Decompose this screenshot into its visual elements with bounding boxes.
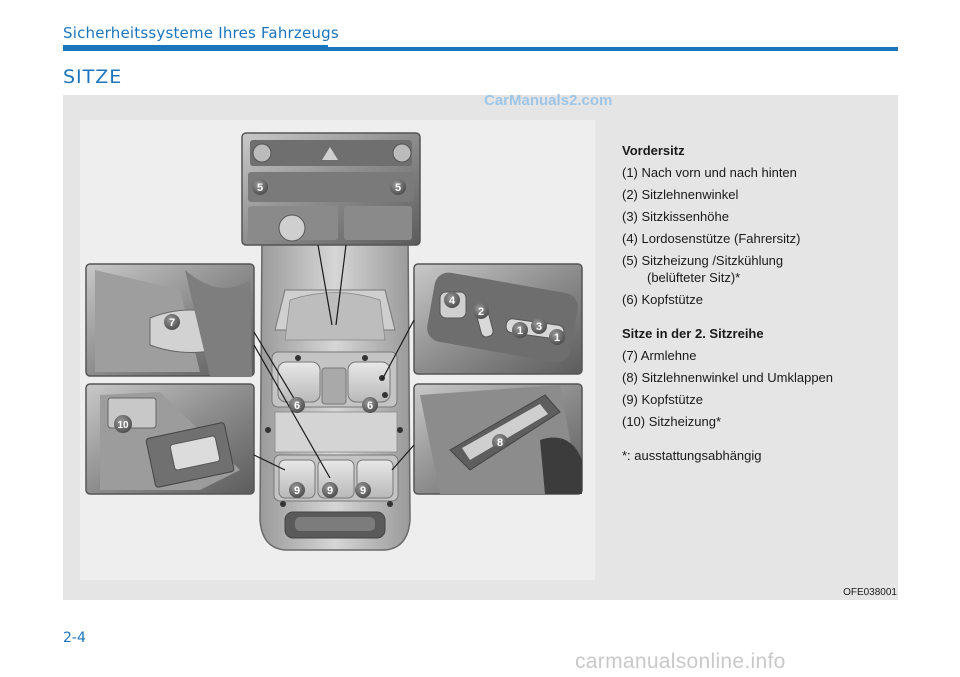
- legend-item-8: (8) Sitzlehnenwinkel und Umklappen: [622, 370, 834, 385]
- svg-text:9: 9: [294, 485, 300, 497]
- svg-text:1: 1: [517, 325, 523, 337]
- svg-text:1: 1: [554, 332, 560, 344]
- callouts: 5 5 4 2 1 3 1 7 6 6 10 8 9 9 9: [114, 179, 565, 498]
- header-rule-accent: [63, 45, 328, 51]
- legend-item-10: (10) Sitzheizung*: [622, 414, 721, 429]
- figure-code: OFE038001: [843, 587, 897, 598]
- callout-1-left: 1: [512, 322, 528, 338]
- svg-text:9: 9: [327, 485, 333, 497]
- legend-item-5-cont: (belüfteter Sitz)*: [647, 270, 741, 285]
- seat-heater-inset: [85, 383, 255, 495]
- svg-text:10: 10: [117, 420, 129, 431]
- callout-8: 8: [492, 434, 508, 450]
- car-top-view: [259, 197, 411, 551]
- seat-legend: Vordersitz (1) Nach vorn und nach hinten…: [622, 143, 892, 470]
- callout-9-left: 9: [289, 482, 305, 498]
- page-number: 2-4: [63, 630, 86, 646]
- legend-note: *: ausstattungsabhängig: [622, 448, 762, 463]
- svg-text:3: 3: [536, 321, 542, 333]
- svg-text:6: 6: [367, 400, 373, 412]
- svg-text:5: 5: [395, 182, 401, 194]
- svg-text:7: 7: [169, 317, 175, 329]
- console-inset: [241, 132, 421, 246]
- legend-item-2: (2) Sitzlehnenwinkel: [622, 187, 739, 202]
- callout-9-center: 9: [322, 482, 338, 498]
- callout-4: 4: [444, 292, 460, 308]
- figure-watermark: CarManuals2.com: [484, 92, 613, 109]
- svg-text:4: 4: [449, 295, 456, 307]
- legend-item-3: (3) Sitzkissenhöhe: [622, 209, 729, 224]
- callout-3: 3: [531, 318, 547, 334]
- svg-text:5: 5: [257, 182, 263, 194]
- callout-9-right: 9: [355, 482, 371, 498]
- callout-7: 7: [164, 314, 180, 330]
- legend-front-heading: Vordersitz: [622, 143, 685, 158]
- legend-item-7: (7) Armlehne: [622, 348, 697, 363]
- svg-text:8: 8: [497, 437, 503, 449]
- seat-controls-inset: [413, 263, 583, 375]
- callout-5-right: 5: [390, 179, 406, 195]
- legend-item-4: (4) Lordosenstütze (Fahrersitz): [622, 231, 801, 246]
- footer-watermark: carmanualsonline.info: [575, 650, 786, 673]
- legend-item-9: (9) Kopfstütze: [622, 392, 703, 407]
- callout-6-left: 6: [289, 397, 305, 413]
- svg-text:6: 6: [294, 400, 300, 412]
- section-header: Sicherheitssysteme Ihres Fahrzeugs: [63, 24, 339, 42]
- svg-text:9: 9: [360, 485, 366, 497]
- callout-2: 2: [473, 303, 489, 319]
- callout-6-right: 6: [362, 397, 378, 413]
- legend-item-6: (6) Kopfstütze: [622, 292, 703, 307]
- legend-item-5: (5) Sitzheizung /Sitzkühlung: [622, 253, 784, 268]
- legend-item-1: (1) Nach vorn und nach hinten: [622, 165, 797, 180]
- header-rule: [63, 47, 898, 51]
- callout-10: 10: [114, 415, 132, 433]
- callout-1-right: 1: [549, 329, 565, 345]
- legend-rear-heading: Sitze in der 2. Sitzreihe: [622, 326, 764, 341]
- svg-text:2: 2: [478, 306, 484, 318]
- page-title: SITZE: [63, 66, 123, 88]
- leader-lines: [253, 244, 415, 479]
- callout-5-left: 5: [252, 179, 268, 195]
